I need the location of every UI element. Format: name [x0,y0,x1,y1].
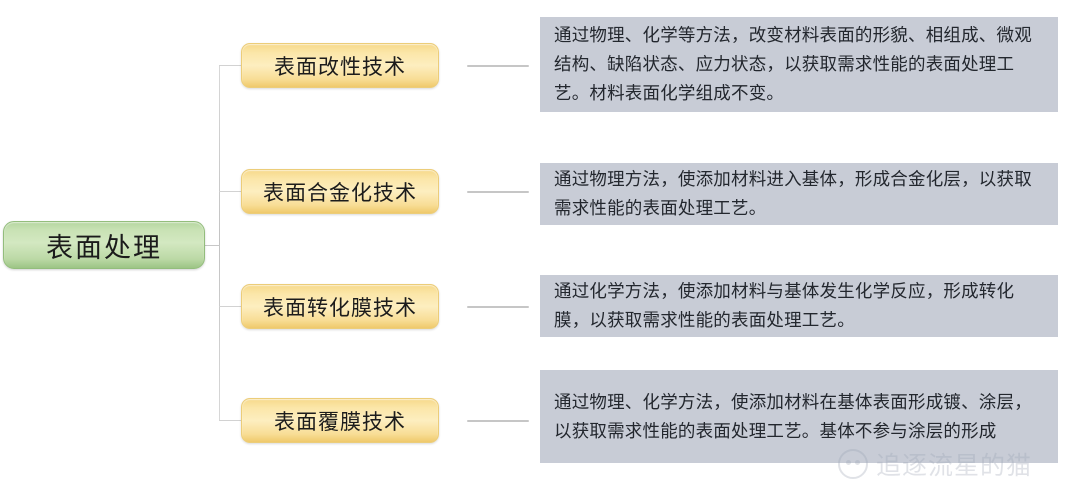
branch-node-label: 表面合金化技术 [263,180,417,205]
description-text: 通过物理、化学方法，使添加材料在基体表面形成镀、涂层，以获取需求性能的表面处理工… [554,391,1032,441]
description-text: 通过物理方法，使添加材料进入基体，形成合金化层，以获取需求性能的表面处理工艺。 [554,169,1032,218]
description-box-surface-film: 通过物理、化学方法，使添加材料在基体表面形成镀、涂层，以获取需求性能的表面处理工… [540,370,1058,463]
branch-node-label: 表面改性技术 [274,54,406,79]
branch-to-desc-link-4 [467,420,529,422]
branch-stub-3 [219,306,241,307]
branch-node-surface-modification[interactable]: 表面改性技术 [241,43,439,88]
branch-stub-2 [219,191,241,192]
description-text: 通过化学方法，使添加材料与基体发生化学反应，形成转化膜，以获取需求性能的表面处理… [554,281,1015,330]
root-connector-stub [205,245,220,246]
branch-node-conversion-coating[interactable]: 表面转化膜技术 [241,284,439,329]
branch-to-desc-link-2 [467,191,529,193]
root-node-label: 表面处理 [46,232,162,263]
branch-stub-4 [219,420,241,421]
description-box-surface-alloying: 通过物理方法，使添加材料进入基体，形成合金化层，以获取需求性能的表面处理工艺。 [540,163,1058,225]
description-box-conversion-coating: 通过化学方法，使添加材料与基体发生化学反应，形成转化膜，以获取需求性能的表面处理… [540,275,1058,337]
description-text: 通过物理、化学等方法，改变材料表面的形貌、相组成、微观结构、缺陷状态、应力状态，… [554,25,1032,103]
branch-node-surface-film[interactable]: 表面覆膜技术 [241,398,439,443]
root-spine-connector [219,65,220,421]
root-node-surface-treatment[interactable]: 表面处理 [3,221,205,269]
branch-node-surface-alloying[interactable]: 表面合金化技术 [241,169,439,214]
branch-node-label: 表面覆膜技术 [274,409,406,434]
branch-node-label: 表面转化膜技术 [263,295,417,320]
description-box-surface-modification: 通过物理、化学等方法，改变材料表面的形貌、相组成、微观结构、缺陷状态、应力状态，… [540,17,1058,112]
branch-to-desc-link-3 [467,306,529,308]
branch-to-desc-link-1 [467,65,529,67]
branch-stub-1 [219,65,241,66]
